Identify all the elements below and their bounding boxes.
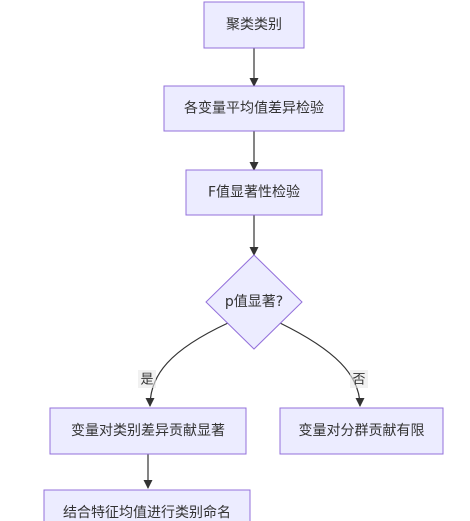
edge-decision-yes — [145, 322, 229, 407]
edge-decision-no — [279, 322, 365, 407]
no-label-bg — [350, 370, 368, 388]
node-significant-contribution-label: 变量对类别差异贡献显著 — [71, 423, 225, 439]
node-p-significant-decision: p值显著? — [205, 254, 303, 350]
yes-label: 是 — [140, 373, 153, 388]
node-f-significance-test: F值显著性检验 — [185, 169, 323, 216]
node-limited-contribution: 变量对分群贡献有限 — [279, 407, 444, 455]
node-significant-contribution: 变量对类别差异贡献显著 — [49, 407, 247, 455]
node-mean-diff-test-label: 各变量平均值差异检验 — [184, 101, 324, 117]
node-limited-contribution-label: 变量对分群贡献有限 — [299, 423, 425, 439]
node-mean-diff-test: 各变量平均值差异检验 — [163, 85, 345, 132]
yes-label-bg — [138, 370, 156, 388]
node-name-categories: 结合特征均值进行类别命名 — [43, 489, 251, 521]
node-f-significance-test-label: F值显著性检验 — [208, 185, 300, 201]
node-name-categories-label: 结合特征均值进行类别命名 — [63, 504, 231, 521]
node-p-significant-label: p值显著? — [225, 294, 283, 310]
node-cluster-category: 聚类类别 — [203, 1, 305, 49]
node-cluster-category-label: 聚类类别 — [226, 17, 282, 33]
no-label: 否 — [352, 373, 365, 388]
